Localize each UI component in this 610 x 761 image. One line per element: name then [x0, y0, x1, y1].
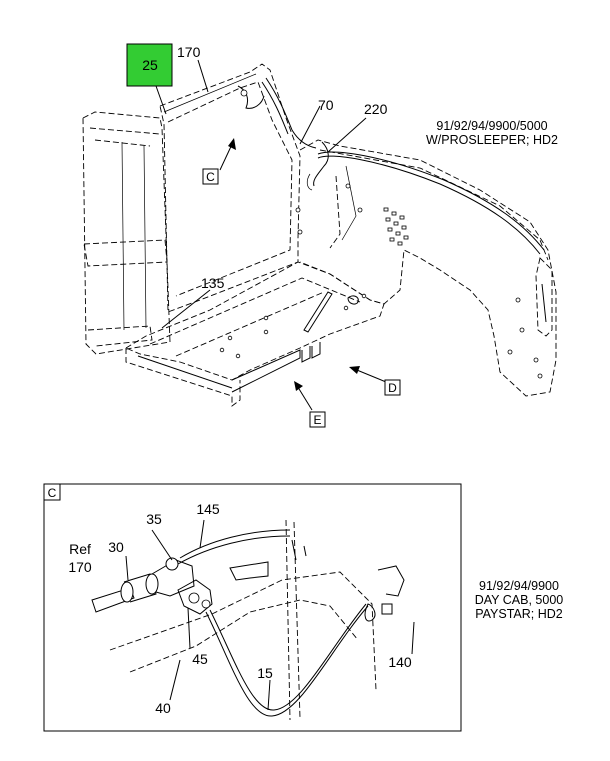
cab-sleeper-illustration: [82, 63, 557, 407]
callout-170[interactable]: 170: [177, 44, 201, 60]
applicability-bottom-line-1: 91/92/94/9900: [479, 579, 559, 593]
callout-145[interactable]: 145: [196, 501, 220, 517]
applicability-note-bottom: 91/92/94/9900 DAY CAB, 5000 PAYSTAR; HD2: [475, 579, 564, 621]
callout-15[interactable]: 15: [257, 665, 273, 681]
callout-30[interactable]: 30: [108, 539, 124, 555]
callout-25-highlight[interactable]: 25: [126, 43, 173, 87]
view-ref-d-text: D: [388, 381, 397, 395]
view-ref-e[interactable]: E: [309, 411, 326, 428]
detail-c-leader-lines: [125, 519, 415, 711]
callout-220[interactable]: 220: [364, 101, 388, 117]
callout-35[interactable]: 35: [146, 511, 162, 527]
callout-45[interactable]: 45: [192, 651, 208, 667]
callout-ref-170[interactable]: 170: [68, 559, 92, 575]
detail-c-label: C: [48, 486, 57, 500]
callout-ref[interactable]: Ref: [69, 541, 91, 557]
view-ref-d[interactable]: D: [384, 379, 401, 396]
view-ref-e-text: E: [313, 413, 321, 427]
callout-25-box: [126, 43, 173, 87]
applicability-top-line-1: 91/92/94/9900/5000: [436, 119, 547, 133]
callout-25-text: 25: [142, 57, 158, 73]
view-ref-c[interactable]: C: [202, 168, 219, 185]
view-ref-c-text: C: [206, 170, 215, 184]
top-view-leader-lines: [155, 59, 387, 411]
detail-c-illustration: [91, 519, 405, 721]
applicability-bottom-line-3: PAYSTAR; HD2: [475, 607, 563, 621]
applicability-top-line-2: W/PROSLEEPER; HD2: [426, 133, 558, 147]
detail-c-frame: C: [43, 483, 462, 732]
callout-140[interactable]: 140: [388, 654, 412, 670]
callout-70[interactable]: 70: [318, 97, 334, 113]
applicability-note-top: 91/92/94/9900/5000 W/PROSLEEPER; HD2: [426, 119, 558, 147]
applicability-bottom-line-2: DAY CAB, 5000: [475, 593, 564, 607]
callout-135[interactable]: 135: [201, 275, 225, 291]
callout-40[interactable]: 40: [155, 700, 171, 716]
